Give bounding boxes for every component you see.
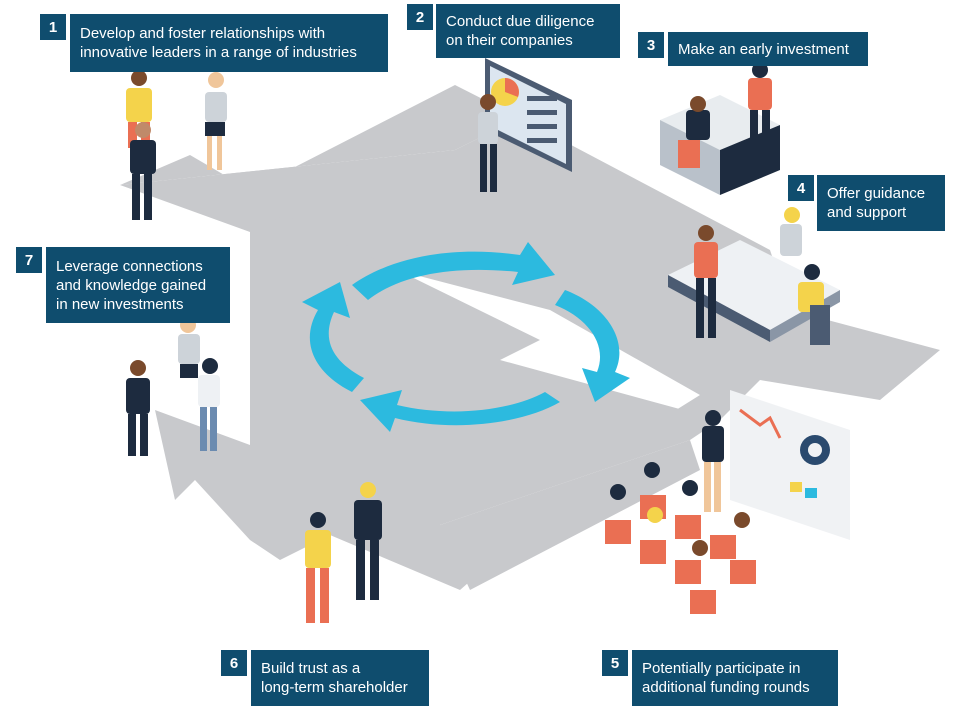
step-3-number: 3	[638, 32, 664, 58]
scene-trust	[305, 482, 382, 623]
step-5-text: Potentially participate in additional fu…	[642, 660, 810, 696]
step-5-number: 5	[602, 650, 628, 676]
scene-funding-rounds	[605, 390, 850, 614]
step-3-text: Make an early investment	[678, 40, 849, 58]
step-3-label: Make an early investment	[668, 32, 868, 66]
step-6-number: 6	[221, 650, 247, 676]
step-7-text: Leverage connections and knowledge gaine…	[56, 257, 207, 313]
scene-relationships	[126, 70, 227, 220]
step-4-label: Offer guidance and support	[817, 175, 945, 231]
step-6-label: Build trust as a long-term shareholder	[251, 650, 429, 706]
scene-due-diligence	[478, 58, 572, 192]
step-4-text: Offer guidance and support	[827, 185, 926, 221]
step-1-label: Develop and foster relationships with in…	[70, 14, 388, 72]
step-6-text: Build trust as a long-term shareholder	[261, 660, 408, 696]
step-7-label: Leverage connections and knowledge gaine…	[46, 247, 230, 323]
step-2-number: 2	[407, 4, 433, 30]
step-4-number: 4	[788, 175, 814, 201]
step-1-text: Develop and foster relationships with in…	[80, 25, 357, 61]
step-5-label: Potentially participate in additional fu…	[632, 650, 838, 706]
step-2-label: Conduct due diligence on their companies	[436, 4, 620, 58]
step-1-number: 1	[40, 14, 66, 40]
step-7-number: 7	[16, 247, 42, 273]
step-2-text: Conduct due diligence on their companies	[446, 13, 595, 49]
scene-guidance	[668, 207, 840, 345]
cycle-arrows	[302, 242, 630, 432]
scene-early-investment	[660, 62, 780, 195]
